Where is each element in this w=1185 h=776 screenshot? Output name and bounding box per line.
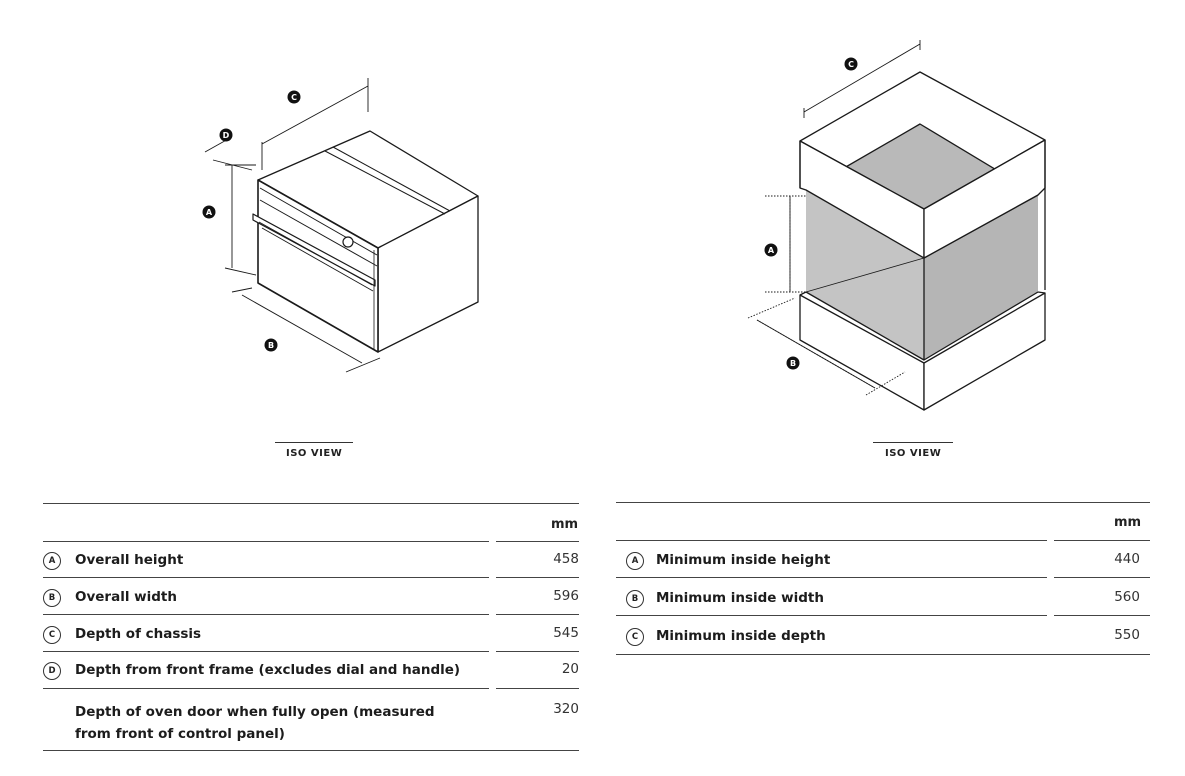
svg-text:A: A [206,208,213,217]
row-letter-badge: A [43,552,61,570]
row-value: 560 [1114,589,1140,605]
table-row: A Minimum inside height 440 [616,540,1150,578]
table-row: B Minimum inside width 560 [616,578,1150,616]
iso-view-label-right: ISO VIEW [885,448,942,459]
row-label: Depth from front frame (excludes dial an… [75,662,461,678]
table-row: C Depth of chassis 545 [43,615,579,652]
oven-front-frame [257,179,379,353]
marker-a-right [764,243,778,257]
marker-b-left [264,338,278,352]
svg-text:A: A [768,246,775,255]
cavity-iso-drawing [799,71,1046,411]
table-top-rule [43,503,579,504]
svg-text:C: C [848,60,854,69]
oven-iso-drawing [252,130,479,353]
table-row: A Overall height 458 [43,541,579,578]
product-dimensions-table: mm A Overall height 458 B Overall width … [43,503,579,758]
row-value: 440 [1114,551,1140,567]
cavity-dimension-lines [747,40,921,396]
row-value: 550 [1114,627,1140,643]
row-label: Minimum inside height [656,552,831,568]
unit-header: mm [551,517,579,532]
header-rule-left [43,541,489,542]
row-letter-badge: B [626,590,644,608]
row-letter-badge: C [626,628,644,646]
row-value: 20 [561,661,579,677]
row-value: 320 [553,701,579,717]
row-letter-badge: C [43,626,61,644]
marker-d-left [219,128,233,142]
header-rule-right [496,541,579,542]
table-top-rule [616,502,1150,503]
row-label: Depth of chassis [75,626,202,642]
cavity-markers: C A B [764,57,858,370]
row-label: Depth of oven door when fully open (meas… [75,704,435,742]
svg-text:B: B [790,359,796,368]
svg-text:D: D [223,131,230,140]
iso-view-rule-right [873,442,953,443]
row-label: Overall width [75,589,177,605]
cabinet-upper-side [923,139,1046,259]
marker-c-left [287,90,301,104]
row-letter-badge: D [43,662,61,680]
row-letter-badge: A [626,552,644,570]
table-row: C Minimum inside depth 550 [616,616,1150,655]
table-row: B Overall width 596 [43,578,579,615]
row-value: 458 [553,551,579,567]
header-rule-left [616,540,1047,541]
row-value: 596 [553,588,579,604]
svg-text:B: B [268,341,274,350]
svg-text:C: C [291,93,297,102]
iso-view-label-left: ISO VIEW [286,448,343,459]
unit-header: mm [1114,515,1142,530]
row-value: 545 [553,625,579,641]
iso-drawings: C D A B [202,40,1046,411]
cabinet-plinth-side [923,292,1046,411]
table-row: D Depth from front frame (excludes dial … [43,652,579,689]
header-rule-right [1054,540,1150,541]
row-label: Minimum inside depth [656,628,826,644]
row-letter-badge: B [43,589,61,607]
iso-view-rule-left [275,442,353,443]
marker-b-right [786,356,800,370]
marker-a-left [202,205,216,219]
row-label: Overall height [75,552,184,568]
oven-door-handle [252,213,376,287]
table-row: Depth of oven door when fully open (meas… [43,689,579,751]
oven-dial [342,236,354,248]
marker-c-right [844,57,858,71]
cavity-dimensions-table: mm A Minimum inside height 440 B Minimum… [616,502,1150,657]
oven-markers: C D A B [202,90,301,352]
row-label: Minimum inside width [656,590,824,606]
